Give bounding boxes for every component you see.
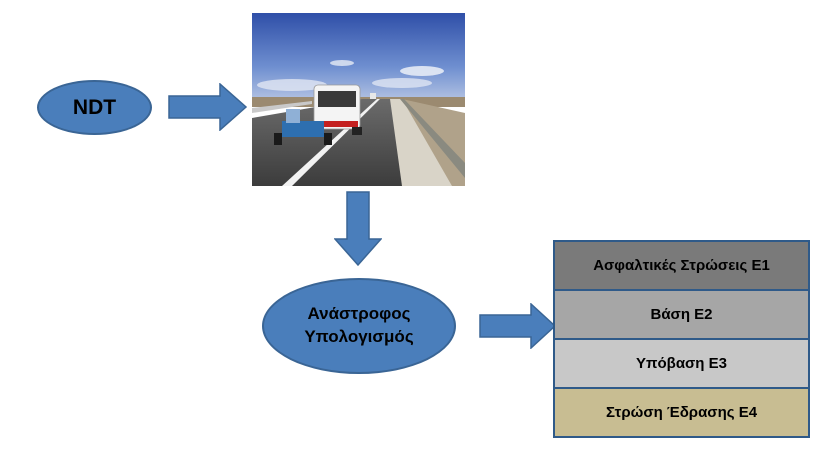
- inverse-label-line2: Υπολογισμός: [304, 326, 413, 349]
- layer-label: Στρώση Έδρασης Ε4: [606, 404, 757, 421]
- inverse-label-line1: Ανάστροφος: [304, 303, 413, 326]
- ndt-node: NDT: [37, 80, 152, 135]
- arrow-down: [334, 191, 382, 267]
- layer-label: Ασφαλτικές Στρώσεις Ε1: [593, 257, 770, 274]
- inverse-calculation-node: Ανάστροφος Υπολογισμός: [262, 278, 456, 374]
- road-scene-image: [252, 13, 465, 186]
- layer-label: Υπόβαση Ε3: [636, 355, 727, 372]
- arrow-right-2: [479, 303, 557, 349]
- layer-subgrade: Στρώση Έδρασης Ε4: [555, 389, 808, 436]
- layer-base: Βάση Ε2: [555, 291, 808, 340]
- layer-asphalt: Ασφαλτικές Στρώσεις Ε1: [555, 242, 808, 291]
- pavement-layers: Ασφαλτικές Στρώσεις Ε1 Βάση Ε2 Υπόβαση Ε…: [553, 240, 810, 438]
- layer-label: Βάση Ε2: [651, 306, 713, 323]
- road-testing-photo: [252, 13, 465, 186]
- layer-subbase: Υπόβαση Ε3: [555, 340, 808, 389]
- ndt-label: NDT: [73, 96, 116, 120]
- arrow-right-1: [168, 83, 248, 131]
